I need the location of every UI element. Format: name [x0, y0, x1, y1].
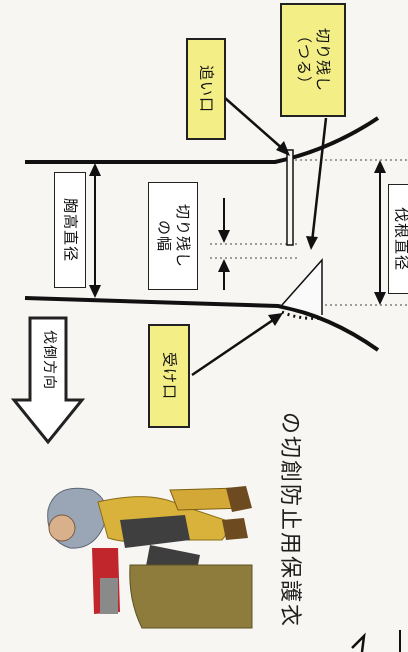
label-oikuchi: 追い口 [186, 38, 226, 140]
felling-direction-arrow [10, 316, 86, 445]
hinge-width-arrow-top-head [218, 230, 230, 243]
notch-dotted-curve [281, 310, 323, 320]
label-batsukon-chokkei-text: 伐根直径 [392, 206, 408, 271]
label-battou-houkou: 伐倒方向 [30, 320, 66, 400]
label-kirinokoshi-tsuru: 切り残し （つる） [280, 3, 346, 117]
label-kirinokoshi-haba-text: 切り残し の幅 [155, 203, 192, 268]
label-oikuchi-text: 追い口 [197, 64, 216, 113]
worker-illustration [47, 486, 253, 629]
hinge-width-arrow-bottom-head [218, 259, 230, 272]
label-kyoukou-chokkei-text: 胸高直径 [61, 197, 80, 262]
pointer-oikuchi [224, 97, 285, 151]
label-kirinokoshi-tsuru-text: 切り残し （つる） [295, 27, 332, 92]
stump-diameter-arrow-head-bottom [374, 292, 386, 305]
pointer-tsuru-head [306, 236, 318, 250]
stump-diameter-arrow-head-top [374, 160, 386, 173]
chest-diameter-arrow-head-top [89, 163, 101, 176]
chest-diameter-arrow-head-bottom [89, 285, 101, 298]
label-kyoukou-chokkei: 胸高直径 [54, 172, 86, 288]
label-kirinokoshi-haba: 切り残し の幅 [148, 182, 198, 290]
label-ukekuchi: 受け口 [148, 324, 190, 428]
label-battou-houkou-text: 伐倒方向 [40, 330, 57, 390]
label-batsukon-chokkei: 伐根直径 [388, 184, 408, 294]
pointer-ukekuchi [191, 316, 277, 377]
pointer-oikuchi-head [276, 141, 290, 156]
back-cut-kerf [286, 149, 294, 246]
pointer-tsuru [310, 117, 328, 243]
label-ukekuchi-text: 受け口 [160, 351, 179, 400]
trunk-line-lower [24, 296, 380, 352]
corner-mark [351, 632, 366, 652]
caption-text: の切創防止用保護衣 [277, 412, 302, 629]
notch-cut [281, 258, 323, 315]
pointer-ukekuchi-head [268, 313, 283, 326]
